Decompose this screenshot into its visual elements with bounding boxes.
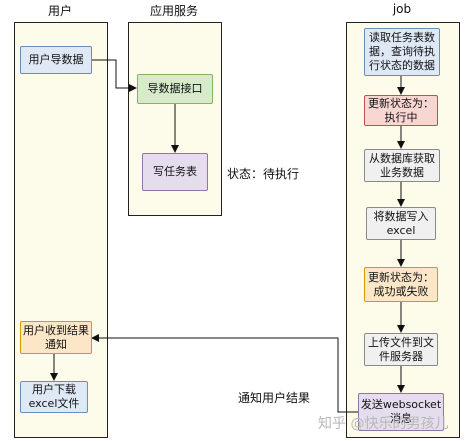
lane-title-app: 应用服务: [149, 4, 198, 18]
lane-title-job: job: [392, 2, 412, 16]
box-user-notify: 用户收到结果通知: [20, 321, 92, 354]
lane-user: [14, 22, 108, 438]
box-job-read-task: 读取任务表数据，查询待执行状态的数据: [364, 28, 440, 76]
label-status-pending: 状态：待执行: [227, 167, 300, 181]
box-app-write-task: 写任务表: [142, 153, 208, 191]
box-user-export: 用户导数据: [20, 46, 92, 74]
box-job-write-excel: 将数据写入excel: [366, 207, 436, 240]
box-job-send-msg: 发送websocket消息: [358, 393, 444, 431]
box-job-status-running: 更新状态为：执行中: [364, 95, 438, 126]
label-notify-user: 通知用户结果: [238, 391, 311, 405]
box-user-download: 用户下载excel文件: [20, 381, 88, 413]
box-app-api: 导数据接口: [137, 74, 213, 104]
arrow-msg-to-notify: [91, 334, 358, 413]
box-job-upload: 上传文件到文件服务器: [364, 333, 438, 366]
watermark: 知乎 @快乐的男孩儿: [318, 416, 449, 432]
arrow-export-to-api: [92, 59, 137, 92]
box-job-fetch: 从数据库获取业务数据: [364, 149, 440, 182]
box-job-status-done: 更新状态为：成功或失败: [364, 267, 438, 302]
lane-title-user: 用户: [47, 4, 72, 18]
